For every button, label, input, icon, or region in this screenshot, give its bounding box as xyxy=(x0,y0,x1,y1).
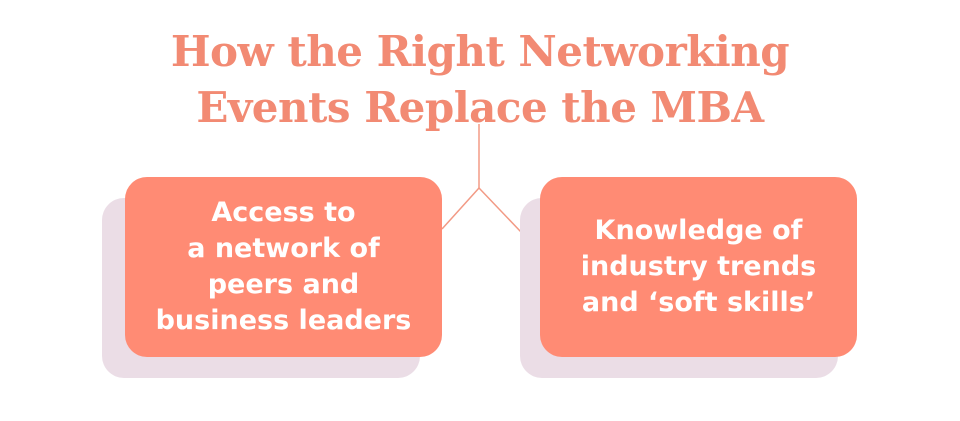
node-left-text: Access to a network of peers and busines… xyxy=(156,195,412,339)
node-right-card: Knowledge of industry trends and ‘soft s… xyxy=(540,177,857,357)
node-right-line-2: industry trends xyxy=(580,251,817,282)
node-left-line-2: a network of xyxy=(187,233,380,264)
title-line-2: Events Replace the MBA xyxy=(196,83,764,132)
node-right-text: Knowledge of industry trends and ‘soft s… xyxy=(581,213,816,321)
node-left-card: Access to a network of peers and busines… xyxy=(125,177,442,357)
connector-left-branch xyxy=(441,187,480,230)
diagram-title: How the Right Networking Events Replace … xyxy=(0,24,960,136)
node-left-line-3: peers and xyxy=(207,269,360,300)
node-left-line-1: Access to xyxy=(211,197,356,228)
node-left-line-4: business leaders xyxy=(155,305,412,336)
node-right-line-1: Knowledge of xyxy=(594,215,803,246)
node-right-line-3: and ‘soft skills’ xyxy=(581,287,816,318)
title-line-1: How the Right Networking xyxy=(170,27,790,76)
connector-right-branch xyxy=(478,187,522,233)
